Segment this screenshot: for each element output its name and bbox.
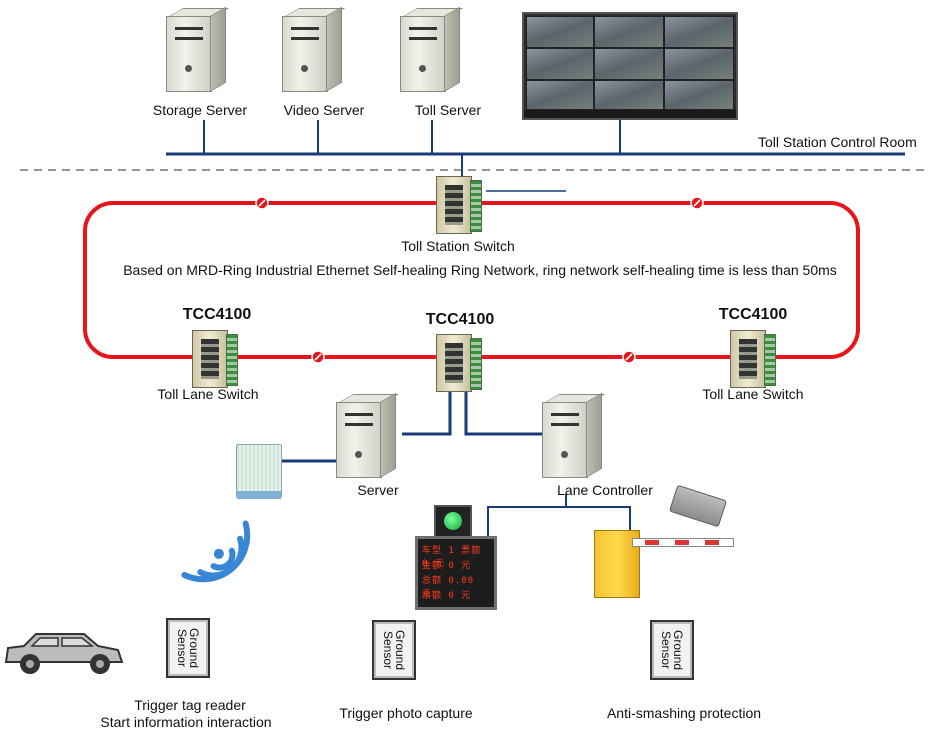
video-server-label: Video Server (283, 102, 365, 118)
lane-server-icon (336, 392, 400, 478)
rf-signal-icon (181, 520, 251, 583)
control-room-label: Toll Station Control Room (758, 134, 917, 150)
left-lane-switch-icon (192, 330, 238, 388)
center-switch-model: TCC4100 (425, 311, 495, 328)
ring-description: Based on MRD-Ring Industrial Ethernet Se… (123, 262, 837, 278)
controller-peripheral-bus (487, 506, 631, 536)
fee-display-panel: 车型 1 票额 0 元 金额 0 元 总额 0.00 元 余额 0 元 (415, 536, 497, 610)
left-switch-model: TCC4100 (182, 306, 252, 323)
ground-sensor-1: Ground Sensor (166, 618, 210, 678)
lane-controller-icon (542, 392, 606, 478)
video-wall-monitor (522, 12, 738, 120)
toll-station-switch-label: Toll Station Switch (401, 238, 515, 254)
storage-server-icon (166, 6, 230, 92)
ring-link-badge (311, 350, 325, 364)
sensor-2-caption: Trigger photo capture (339, 705, 473, 721)
lane-controller-link (464, 388, 542, 436)
tag-reader-icon (236, 444, 282, 499)
right-lane-switch-label: Toll Lane Switch (702, 386, 804, 402)
sensor-1-caption-line-2: Start information interaction (100, 714, 272, 730)
ring-link-badge (255, 196, 269, 210)
ring-link-badge (690, 196, 704, 210)
lane-server-link (402, 388, 452, 436)
lane-controller-label: Lane Controller (557, 482, 653, 498)
right-switch-model: TCC4100 (718, 306, 788, 323)
signal-light-icon (434, 505, 472, 539)
fee-display-row: 车型 1 票额 0 元 (422, 546, 482, 569)
barrier-arm (632, 538, 734, 547)
sensor-1-caption-line-1: Trigger tag reader (134, 697, 246, 713)
sensor-3-caption: Anti-smashing protection (606, 705, 762, 721)
ground-sensor-2: Ground Sensor (372, 620, 416, 680)
center-lane-switch-icon (436, 334, 482, 392)
left-lane-switch-label: Toll Lane Switch (157, 386, 259, 402)
storage-server-label: Storage Server (152, 102, 248, 118)
ground-sensor-3: Ground Sensor (650, 620, 694, 680)
video-server-icon (282, 6, 346, 92)
lane-server-label: Server (357, 482, 399, 498)
toll-server-icon (400, 6, 464, 92)
fee-display-row: 金额 0 元 (422, 561, 472, 571)
ring-link-badge (622, 350, 636, 364)
fee-display-row: 余额 0 元 (422, 591, 472, 601)
toll-server-label: Toll Server (414, 102, 482, 118)
fee-display-row: 总额 0.00 元 (422, 576, 475, 599)
toll-station-switch-icon (436, 176, 482, 234)
car-icon (4, 633, 124, 674)
right-lane-switch-icon (730, 330, 776, 388)
